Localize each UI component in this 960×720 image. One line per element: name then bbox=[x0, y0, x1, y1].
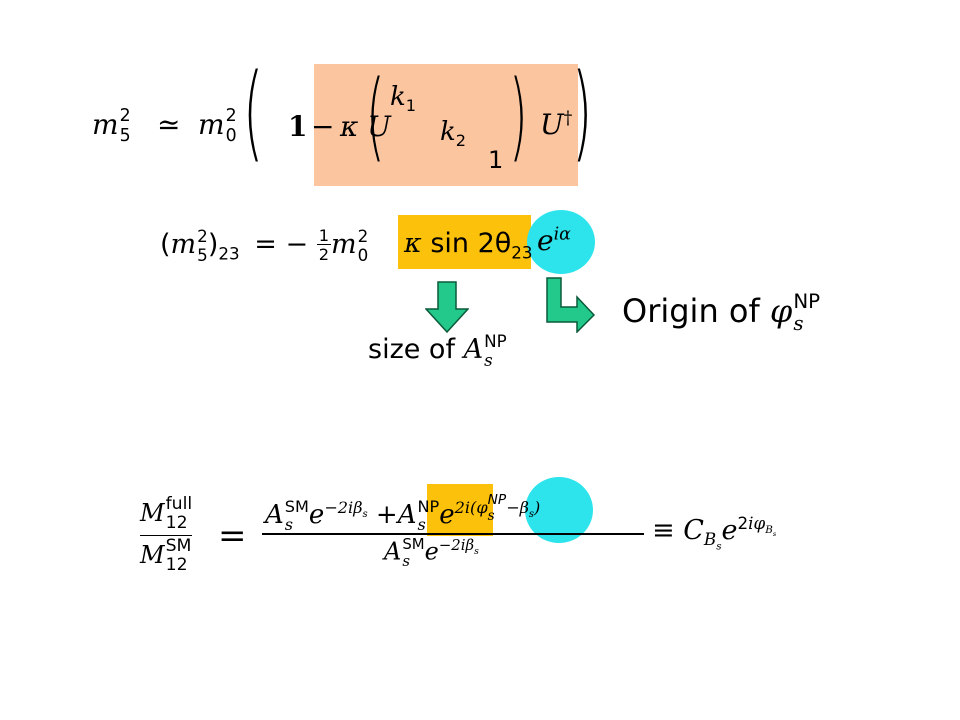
np-phase-highlight bbox=[525, 477, 593, 543]
eq1-outer-right-paren: ) bbox=[572, 51, 593, 173]
eq3-fraction-bar bbox=[262, 533, 644, 535]
eq3-rhs: ≡ CBse2iφBs bbox=[652, 513, 777, 553]
eq1-matrix-one: 1 bbox=[488, 146, 504, 174]
eq1-matrix-k1: k1 bbox=[390, 82, 417, 116]
eq1-matrix-left-paren: ( bbox=[366, 60, 385, 172]
eq1-outer-left-paren: ( bbox=[243, 51, 264, 173]
eq1-matrix-k2: k2 bbox=[440, 117, 467, 151]
matrix-highlight bbox=[314, 64, 578, 186]
eq2-phase-factor: eiα bbox=[537, 224, 571, 257]
phase-highlight bbox=[527, 210, 595, 274]
eq1-kappa-u: κ U bbox=[340, 110, 391, 143]
eq2-kappa-sin: κ sin 2θ23 bbox=[404, 228, 533, 263]
eq1-minus: − bbox=[311, 110, 335, 143]
down-arrow-icon bbox=[425, 281, 469, 333]
np-amplitude-highlight bbox=[427, 484, 493, 536]
eq1-identity: 1 bbox=[288, 110, 308, 143]
eq1-matrix-right-paren: ) bbox=[509, 60, 528, 172]
bent-arrow-icon bbox=[546, 277, 595, 333]
eq3-equals: = bbox=[218, 516, 247, 556]
amplitude-highlight bbox=[398, 215, 531, 269]
eq1-u-dagger: U† bbox=[540, 108, 573, 141]
eq1-approx-sign: ≃ bbox=[157, 108, 181, 141]
